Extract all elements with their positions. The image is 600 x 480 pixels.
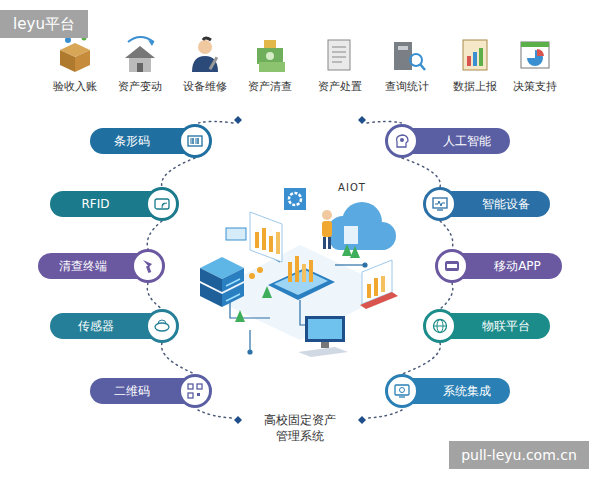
watermark: leyu平台	[0, 10, 88, 38]
node-label: 物联平台	[461, 313, 550, 339]
text-label: 数据上报	[453, 80, 497, 95]
node-icon	[394, 383, 410, 399]
node-icon	[154, 318, 170, 334]
pill-node: 智能设备	[423, 187, 550, 221]
dotted-connector	[147, 283, 162, 309]
pill-node: 人工智能	[385, 124, 510, 158]
node-label: 系统集成	[423, 378, 510, 404]
dotted-connector	[402, 343, 440, 374]
text-label: 查询统计	[385, 80, 429, 95]
node-icon	[154, 196, 170, 212]
icon-circle	[178, 374, 212, 408]
dotted-connector	[402, 158, 440, 187]
node-icon	[187, 133, 203, 149]
node-icon	[187, 383, 203, 399]
node-icon	[444, 258, 460, 274]
pill-node: 清查终端	[38, 249, 165, 283]
node-label: 条形码	[90, 128, 174, 154]
node-icon	[432, 196, 448, 212]
node-label: 清查终端	[38, 253, 127, 279]
watermark: pull-leyu.com.cn	[449, 441, 589, 469]
pill-node: 系统集成	[385, 374, 510, 408]
node-label: 二维码	[90, 378, 174, 404]
icon-circle	[435, 249, 469, 283]
top-icons	[60, 36, 549, 73]
pill-node: 二维码	[90, 374, 212, 408]
text-label: 设备维修	[183, 80, 227, 95]
text-label: 高校固定资产 管理系统	[260, 412, 340, 444]
icon-circle	[385, 374, 419, 408]
dotted-connector	[147, 221, 162, 249]
icon-circle	[131, 249, 165, 283]
icon-circle	[423, 309, 457, 343]
pill-node: RFID	[50, 187, 179, 221]
node-icon	[394, 133, 410, 149]
text-label: AIOT	[338, 181, 366, 195]
text-label: 决策支持	[513, 80, 557, 95]
icon-circle	[178, 124, 212, 158]
text-label: 验收入账	[53, 80, 97, 95]
pill-node: 条形码	[90, 124, 212, 158]
icon-circle	[385, 124, 419, 158]
node-icon	[140, 258, 156, 274]
node-label: 人工智能	[423, 128, 510, 154]
dotted-connector	[440, 283, 453, 309]
pill-node: 移动APP	[435, 249, 562, 283]
pill-node: 传感器	[50, 309, 179, 343]
dotted-connector	[440, 221, 453, 249]
node-label: 传感器	[50, 313, 141, 339]
node-label: RFID	[50, 191, 141, 217]
icon-circle	[423, 187, 457, 221]
arc-ends	[198, 122, 402, 419]
icon-circle	[145, 187, 179, 221]
text-label: 资产变动	[118, 80, 162, 95]
aiot-illustration	[200, 188, 398, 357]
text-label: 资产清查	[248, 80, 292, 95]
pill-node: 物联平台	[423, 309, 550, 343]
node-label: 智能设备	[461, 191, 550, 217]
icon-circle	[145, 309, 179, 343]
dotted-connector	[162, 158, 195, 187]
dotted-connector	[162, 343, 195, 374]
node-icon	[432, 318, 448, 334]
text-label: 资产处置	[318, 80, 362, 95]
node-label: 移动APP	[473, 253, 562, 279]
